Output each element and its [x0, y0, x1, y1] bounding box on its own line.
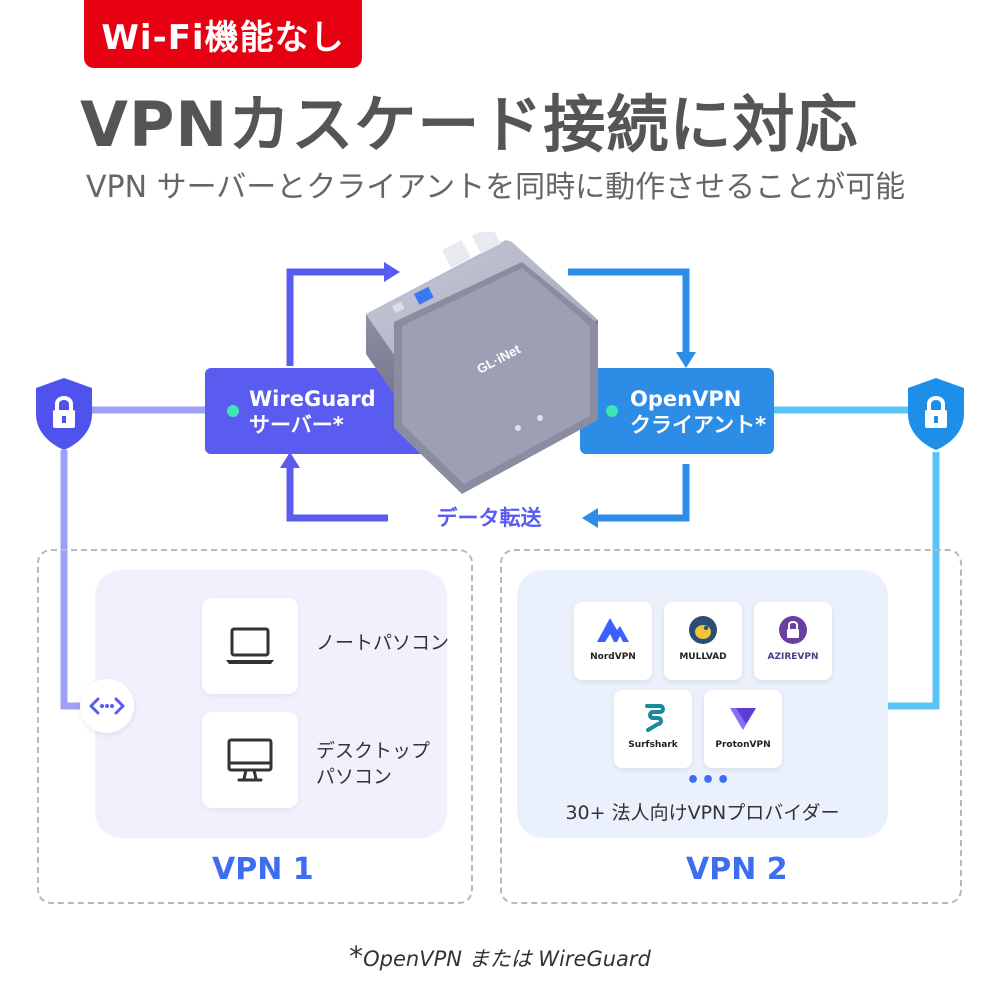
- wireguard-label: WireGuard: [249, 387, 376, 411]
- desktop-card: [202, 712, 298, 808]
- provider-name: Surfshark: [628, 740, 678, 750]
- network-hub: [80, 679, 134, 733]
- wg-up-arrowhead: [384, 262, 400, 282]
- provider-card-azirevpn: AZIREVPN: [754, 602, 832, 680]
- protonvpn-logo-icon: [730, 708, 756, 730]
- wg-return-arrow: [286, 464, 388, 522]
- more-providers-indicator: •••: [686, 768, 732, 793]
- desktop-label: デスクトップ パソコン: [316, 738, 430, 790]
- network-share-icon: [89, 697, 125, 715]
- status-dot: [606, 405, 618, 417]
- wireguard-role: サーバー*: [249, 413, 344, 437]
- vpn2-label: VPN 2: [686, 852, 788, 887]
- ov-down-arrowhead: [676, 352, 696, 368]
- provider-card-nordvpn: NordVPN: [574, 602, 652, 680]
- right-lock-shield-icon: [908, 378, 964, 450]
- provider-card-protonvpn: ProtonVPN: [704, 690, 782, 768]
- desktop-icon: [227, 738, 273, 782]
- ov-down-arrow: [568, 268, 690, 356]
- footnote: *OpenVPN または WireGuard: [0, 940, 1000, 973]
- left-lock-shield-icon: [36, 378, 92, 450]
- surfshark-logo-icon: [645, 704, 665, 732]
- laptop-card: [202, 598, 298, 694]
- wg-return-arrowhead: [280, 452, 300, 468]
- desktop-label-line2: パソコン: [316, 766, 393, 788]
- nordvpn-logo-icon: [597, 618, 629, 642]
- openvpn-label: OpenVPN: [630, 387, 742, 411]
- wg-up-arrow: [286, 268, 388, 366]
- vpn1-panel: [37, 549, 473, 904]
- page-subtitle: VPN サーバーとクライアントを同時に動作させることが可能: [86, 170, 906, 205]
- shield-to-share-line: [60, 450, 82, 710]
- provider-card-mullvad: MULLVAD: [664, 602, 742, 680]
- data-transfer-label: データ転送: [436, 506, 542, 530]
- router-device-image: GL·iNet: [366, 232, 598, 494]
- status-dot: [227, 405, 239, 417]
- provider-name: NordVPN: [590, 652, 636, 662]
- no-wifi-badge: Wi-Fi機能なし: [84, 0, 362, 68]
- laptop-label: ノートパソコン: [316, 632, 450, 654]
- footnote-asterisk: *: [349, 940, 364, 973]
- shield-to-providers-line: [888, 452, 940, 710]
- footnote-text: OpenVPN または WireGuard: [363, 947, 651, 971]
- provider-card-surfshark: Surfshark: [614, 690, 692, 768]
- page-title: VPNカスケード接続に対応: [80, 88, 859, 161]
- providers-count-label: 30+ 法人向けVPNプロバイダー: [565, 802, 840, 824]
- badge-text: Wi-Fi機能なし: [101, 17, 345, 58]
- laptop-icon: [226, 627, 274, 664]
- openvpn-client-box: OpenVPN クライアント*: [580, 368, 774, 454]
- vpn1-label: VPN 1: [212, 852, 314, 887]
- provider-name: AZIREVPN: [767, 652, 819, 662]
- ov-return-arrow: [594, 464, 690, 522]
- openvpn-role: クライアント*: [630, 413, 767, 437]
- azirevpn-logo-icon: [779, 616, 807, 644]
- provider-name: ProtonVPN: [715, 740, 771, 750]
- provider-name: MULLVAD: [679, 652, 727, 662]
- desktop-label-line1: デスクトップ: [316, 740, 431, 762]
- mullvad-logo-icon: [689, 616, 717, 644]
- ov-return-arrowhead: [582, 508, 598, 528]
- vpn2-panel: [500, 549, 962, 904]
